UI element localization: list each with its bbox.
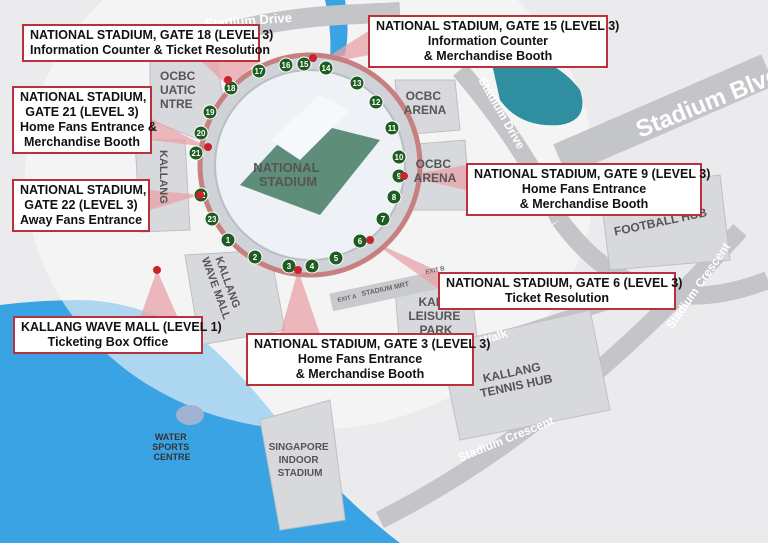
- stadium-roof-opening: [270, 95, 350, 160]
- gate-marker-13: [349, 75, 365, 91]
- callout-gate-22: NATIONAL STADIUM, GATE 22 (LEVEL 3) Away…: [12, 179, 150, 232]
- callout-gate-18-title: NATIONAL STADIUM, GATE 18 (LEVEL 3): [30, 28, 274, 42]
- place-exit-a: EXIT A: [337, 294, 358, 304]
- gate-marker-3: [281, 258, 297, 274]
- callout-gate-15: NATIONAL STADIUM, GATE 15 (LEVEL 3) Info…: [368, 15, 620, 68]
- callout-gate-3-desc-2: & Merchandise Booth: [295, 367, 425, 381]
- gate-marker-17: [251, 63, 267, 79]
- callout-gate-3: NATIONAL STADIUM, GATE 3 (LEVEL 3) Home …: [246, 333, 491, 386]
- callout-gate-9-desc-1: Home Fans Entrance: [521, 182, 647, 196]
- building-singapore-indoor-stadium: [259, 399, 346, 531]
- stadium-pitch: [240, 120, 380, 215]
- callout-gate-9-title: NATIONAL STADIUM, GATE 9 (LEVEL 3): [474, 167, 711, 181]
- place-ocbc-arena-mid: OCBC ARENA: [414, 157, 457, 185]
- pin-gate-3: [294, 266, 302, 274]
- pin-gate-21: [204, 143, 212, 151]
- gate-number-16: 16: [282, 61, 291, 70]
- callout-gate-6-title: NATIONAL STADIUM, GATE 6 (LEVEL 3): [446, 276, 683, 290]
- gate-marker-5: [328, 250, 344, 266]
- callout-gate-3-title: NATIONAL STADIUM, GATE 3 (LEVEL 3): [254, 337, 491, 351]
- gate-marker-2: [247, 249, 263, 265]
- gate-marker-7: [375, 211, 391, 227]
- callout-gate-15-title: NATIONAL STADIUM, GATE 15 (LEVEL 3): [376, 19, 620, 33]
- gate-marker-16: [278, 57, 294, 73]
- gate-number-5: 5: [334, 254, 339, 263]
- callout-gate-3-desc-1: Home Fans Entrance: [297, 352, 423, 366]
- gate-number-9: 9: [397, 172, 402, 181]
- gate-number-2: 2: [253, 253, 258, 262]
- gate-number-8: 8: [392, 193, 397, 202]
- gate-number-3: 3: [287, 262, 292, 271]
- gate-marker-12: [368, 94, 384, 110]
- callout-gate-21-desc-2: Merchandise Booth: [24, 135, 140, 149]
- gate-number-23: 23: [208, 215, 217, 224]
- gate-number-1: 1: [226, 236, 231, 245]
- building-kallang-tennis-hub: [439, 309, 611, 441]
- pin-gate-22: [196, 191, 204, 199]
- callout-gate-18: NATIONAL STADIUM, GATE 18 (LEVEL 3) Info…: [22, 24, 274, 62]
- callout-gate-15-desc-1: Information Counter: [427, 34, 549, 48]
- pin-gate-9: [400, 172, 408, 180]
- building-water-sports-centre: [176, 405, 204, 425]
- callout-gate-22-desc: Away Fans Entrance: [20, 213, 143, 227]
- pond: [490, 54, 583, 126]
- callout-gate-21-desc-1: Home Fans Entrance &: [20, 120, 157, 134]
- gate-marker-19: [202, 104, 218, 120]
- gate-marker-11: [384, 120, 400, 136]
- location-pins: [153, 54, 408, 274]
- pin-kallang-wave-mall: [153, 266, 161, 274]
- gate-number-17: 17: [255, 67, 264, 76]
- place-kallang-wave-vertical: KALLANG: [157, 150, 169, 204]
- pin-gate-15: [309, 54, 317, 62]
- gate-number-7: 7: [381, 215, 386, 224]
- gate-number-15: 15: [300, 60, 309, 69]
- callout-kallang-wave-mall: KALLANG WAVE MALL (LEVEL 1) Ticketing Bo…: [13, 316, 222, 354]
- callout-gate-21-title-1: NATIONAL STADIUM,: [20, 90, 147, 104]
- place-water-sports-centre: WATER SPORTS CENTRE: [152, 432, 192, 462]
- gate-marker-8: [386, 189, 402, 205]
- gate-number-6: 6: [358, 237, 363, 246]
- callout-gate-21: NATIONAL STADIUM, GATE 21 (LEVEL 3) Home…: [12, 86, 157, 154]
- gate-number-14: 14: [322, 64, 331, 73]
- callout-gate-21-title-2: GATE 21 (LEVEL 3): [25, 105, 139, 119]
- gate-marker-20: [193, 125, 209, 141]
- gate-markers: 1234567891011121314151617181920212223: [188, 56, 407, 274]
- beams: [140, 30, 466, 334]
- gate-number-19: 19: [206, 108, 215, 117]
- gate-number-20: 20: [197, 129, 206, 138]
- gate-marker-1: [220, 232, 236, 248]
- place-national-stadium: NATIONAL STADIUM: [253, 160, 323, 189]
- callout-kallang-wave-mall-desc: Ticketing Box Office: [47, 335, 169, 349]
- place-singapore-indoor-stadium: SINGAPORE INDOOR STADIUM: [269, 442, 332, 479]
- pin-gate-18: [224, 76, 232, 84]
- gate-number-13: 13: [353, 79, 362, 88]
- callout-gate-6-desc: Ticket Resolution: [505, 291, 609, 305]
- callout-gate-18-desc: Information Counter & Ticket Resolution: [30, 43, 271, 57]
- place-ocbc-arena-top: OCBC ARENA: [404, 89, 447, 117]
- place-ocbc-aquatic: OCBC UATIC NTRE: [160, 69, 199, 111]
- gate-marker-14: [318, 60, 334, 76]
- gate-number-4: 4: [310, 262, 315, 271]
- gate-number-10: 10: [395, 153, 404, 162]
- gate-marker-21: [188, 145, 204, 161]
- callout-gate-15-desc-2: & Merchandise Booth: [423, 49, 553, 63]
- gate-marker-4: [304, 258, 320, 274]
- callout-gate-22-title-2: GATE 22 (LEVEL 3): [24, 198, 138, 212]
- gate-number-21: 21: [192, 149, 201, 158]
- callout-gate-6: NATIONAL STADIUM, GATE 6 (LEVEL 3) Ticke…: [438, 272, 683, 310]
- gate-number-12: 12: [372, 98, 381, 107]
- road-stadium-blvd: [553, 54, 768, 176]
- callout-gate-9: NATIONAL STADIUM, GATE 9 (LEVEL 3) Home …: [466, 163, 711, 216]
- building-mrt: [329, 270, 441, 312]
- callout-kallang-wave-mall-title: KALLANG WAVE MALL (LEVEL 1): [21, 320, 222, 334]
- callout-gate-22-title-1: NATIONAL STADIUM,: [20, 183, 147, 197]
- pin-gate-6: [366, 236, 374, 244]
- gate-marker-23: [204, 211, 220, 227]
- place-exit-b: EXIT B: [425, 266, 446, 276]
- gate-number-11: 11: [388, 124, 397, 133]
- gate-number-18: 18: [227, 84, 236, 93]
- gate-marker-15: [296, 56, 312, 72]
- gate-marker-10: [391, 149, 407, 165]
- callout-gate-9-desc-2: & Merchandise Booth: [519, 197, 649, 211]
